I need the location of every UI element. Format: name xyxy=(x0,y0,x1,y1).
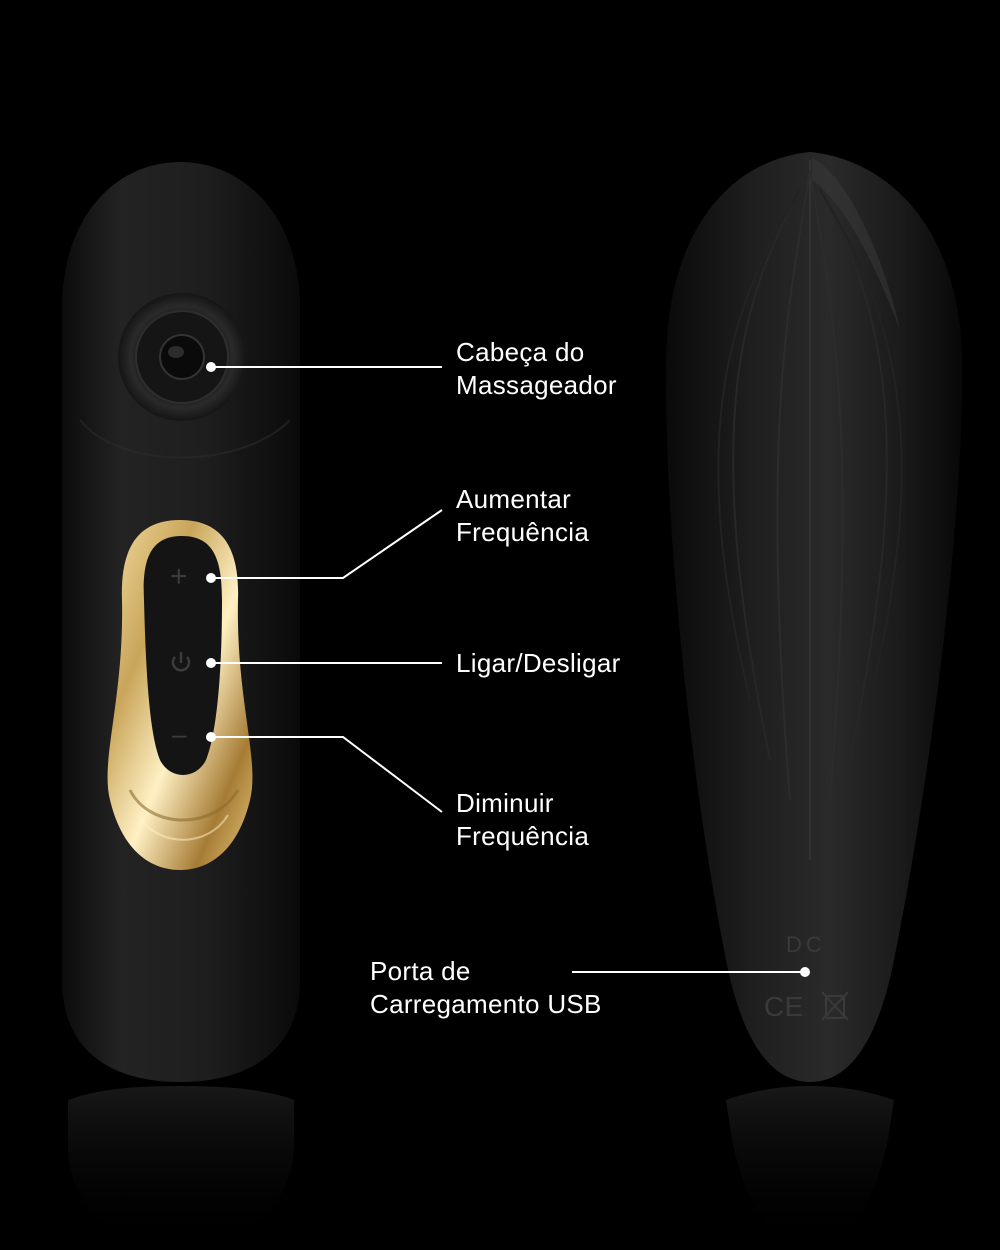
dc-mark: DC xyxy=(786,932,826,957)
increase-label-line1: Aumentar xyxy=(456,484,572,514)
minus-mark: – xyxy=(172,719,187,749)
leader-dots xyxy=(206,362,810,977)
control-panel xyxy=(107,520,253,870)
power-label-line1: Ligar/Desligar xyxy=(456,648,621,678)
increase-leader xyxy=(212,509,443,579)
head-label: Cabeça do Massageador xyxy=(456,336,617,402)
suction-head xyxy=(118,293,246,421)
usb-label: Porta de Carregamento USB xyxy=(370,955,602,1021)
weee-bin-icon xyxy=(821,991,849,1021)
ce-mark: CE xyxy=(764,991,804,1022)
back-ridges xyxy=(717,160,903,860)
power-label: Ligar/Desligar xyxy=(456,647,621,680)
decrease-label-line1: Diminuir xyxy=(456,788,554,818)
decrease-label: Diminuir Frequência xyxy=(456,787,589,853)
back-device-body xyxy=(665,152,963,1082)
decrease-label-line2: Frequência xyxy=(456,821,590,851)
power-icon xyxy=(171,652,191,672)
head-label-line2: Massageador xyxy=(456,370,617,400)
decrease-leader xyxy=(212,736,443,813)
back-reflection xyxy=(726,1086,894,1250)
usb-label-line2: Carregamento USB xyxy=(370,989,602,1019)
increase-label-line2: Frequência xyxy=(456,517,590,547)
plus-mark: + xyxy=(170,560,188,593)
front-reflection xyxy=(68,1086,294,1250)
increase-label: Aumentar Frequência xyxy=(456,483,589,549)
head-label-line1: Cabeça do xyxy=(456,337,585,367)
leader-lines xyxy=(212,366,805,973)
usb-label-line1: Porta de xyxy=(370,956,471,986)
